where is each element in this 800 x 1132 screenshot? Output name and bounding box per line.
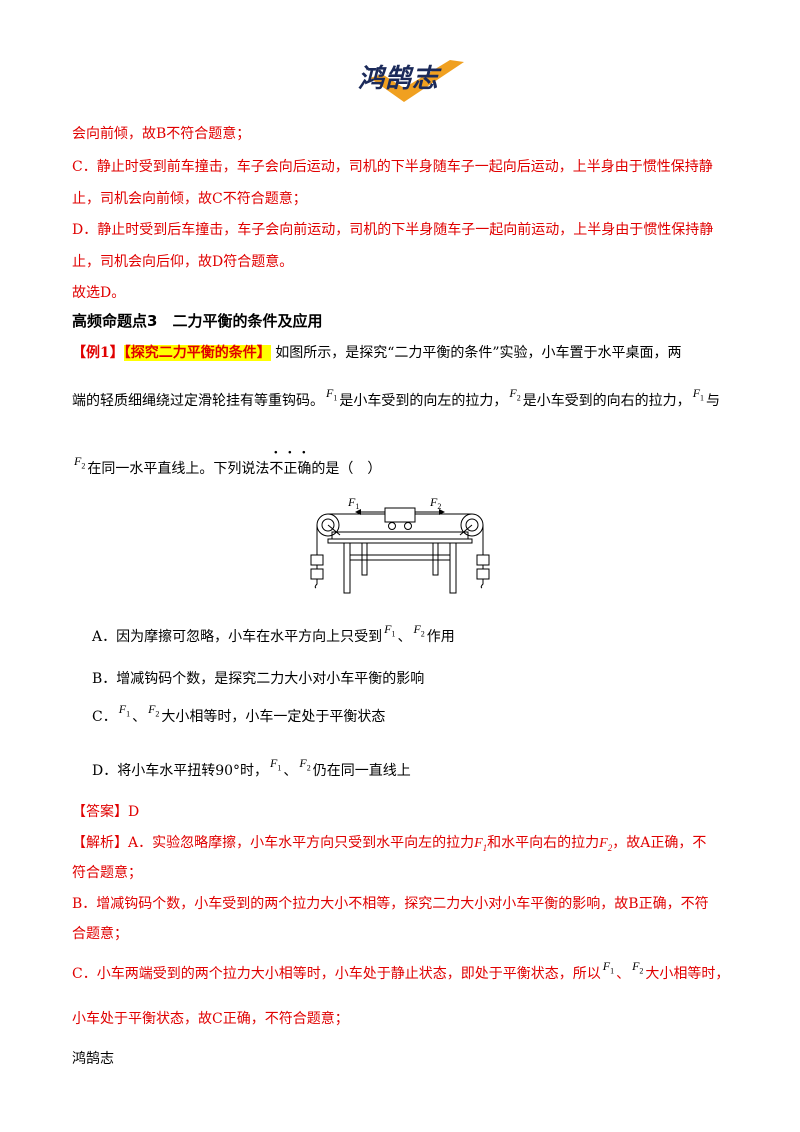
- prev-line-1: 会向前倾，故B不符合题意；: [72, 126, 251, 142]
- table-leg-right: [449, 542, 457, 594]
- prev-line-3: 止，司机会向前倾，故C不符合题意；: [72, 191, 307, 207]
- prev-line-4: D．静止时受到后车撞击，车子会向前运动，司机的下半身随车子一起向前运动，上半身由…: [72, 222, 714, 238]
- example-tag: 【例1】: [72, 345, 124, 361]
- footer-text: 鸿鹄志: [72, 1051, 114, 1067]
- example-line-1: 【例1】【探究二力平衡的条件】 如图所示，是探究“二力平衡的条件”实验，小车置于…: [72, 345, 682, 361]
- weight-right-1: [476, 554, 490, 566]
- answer: 【答案】D: [72, 804, 140, 820]
- analysis-line-6: 小车处于平衡状态，故C正确，不符合题意；: [72, 1011, 349, 1027]
- logo: 鸿鹄志: [352, 50, 467, 105]
- prev-line-6: 故选D。: [72, 285, 126, 301]
- table-leg-left: [343, 542, 351, 594]
- analysis-line-3: B．增减钩码个数，小车受到的两个拉力大小不相等，探究二力大小对小车平衡的影响，故…: [72, 896, 709, 912]
- label-f1: F1: [347, 495, 359, 511]
- analysis-line-4: 合题意；: [72, 926, 128, 942]
- option-b: B．增减钩码个数，是探究二力大小对小车平衡的影响: [92, 671, 425, 687]
- analysis-line-2: 符合题意；: [72, 865, 142, 881]
- label-f2: F2: [429, 495, 441, 511]
- table-top: [331, 531, 469, 540]
- prev-line-2: C．静止时受到前车撞击，车子会向后运动，司机的下半身随车子一起向后运动，上半身由…: [72, 159, 713, 175]
- experiment-figure: F1 F2: [310, 495, 490, 594]
- example-highlight: 【探究二力平衡的条件】: [123, 345, 271, 361]
- logo-check-icon: [370, 60, 464, 102]
- cart: [384, 507, 416, 523]
- prev-line-5: 止，司机会向后仰，故D符合题意。: [72, 254, 294, 270]
- weight-left-1: [310, 554, 324, 566]
- section-title: 高频命题点3 二力平衡的条件及应用: [72, 312, 323, 330]
- analysis-line-1: 【解析】A．实验忽略摩擦，小车水平方向只受到水平向左的拉力F1和水平向右的拉力F…: [72, 835, 707, 853]
- logo-text: 鸿鹄志: [358, 64, 440, 94]
